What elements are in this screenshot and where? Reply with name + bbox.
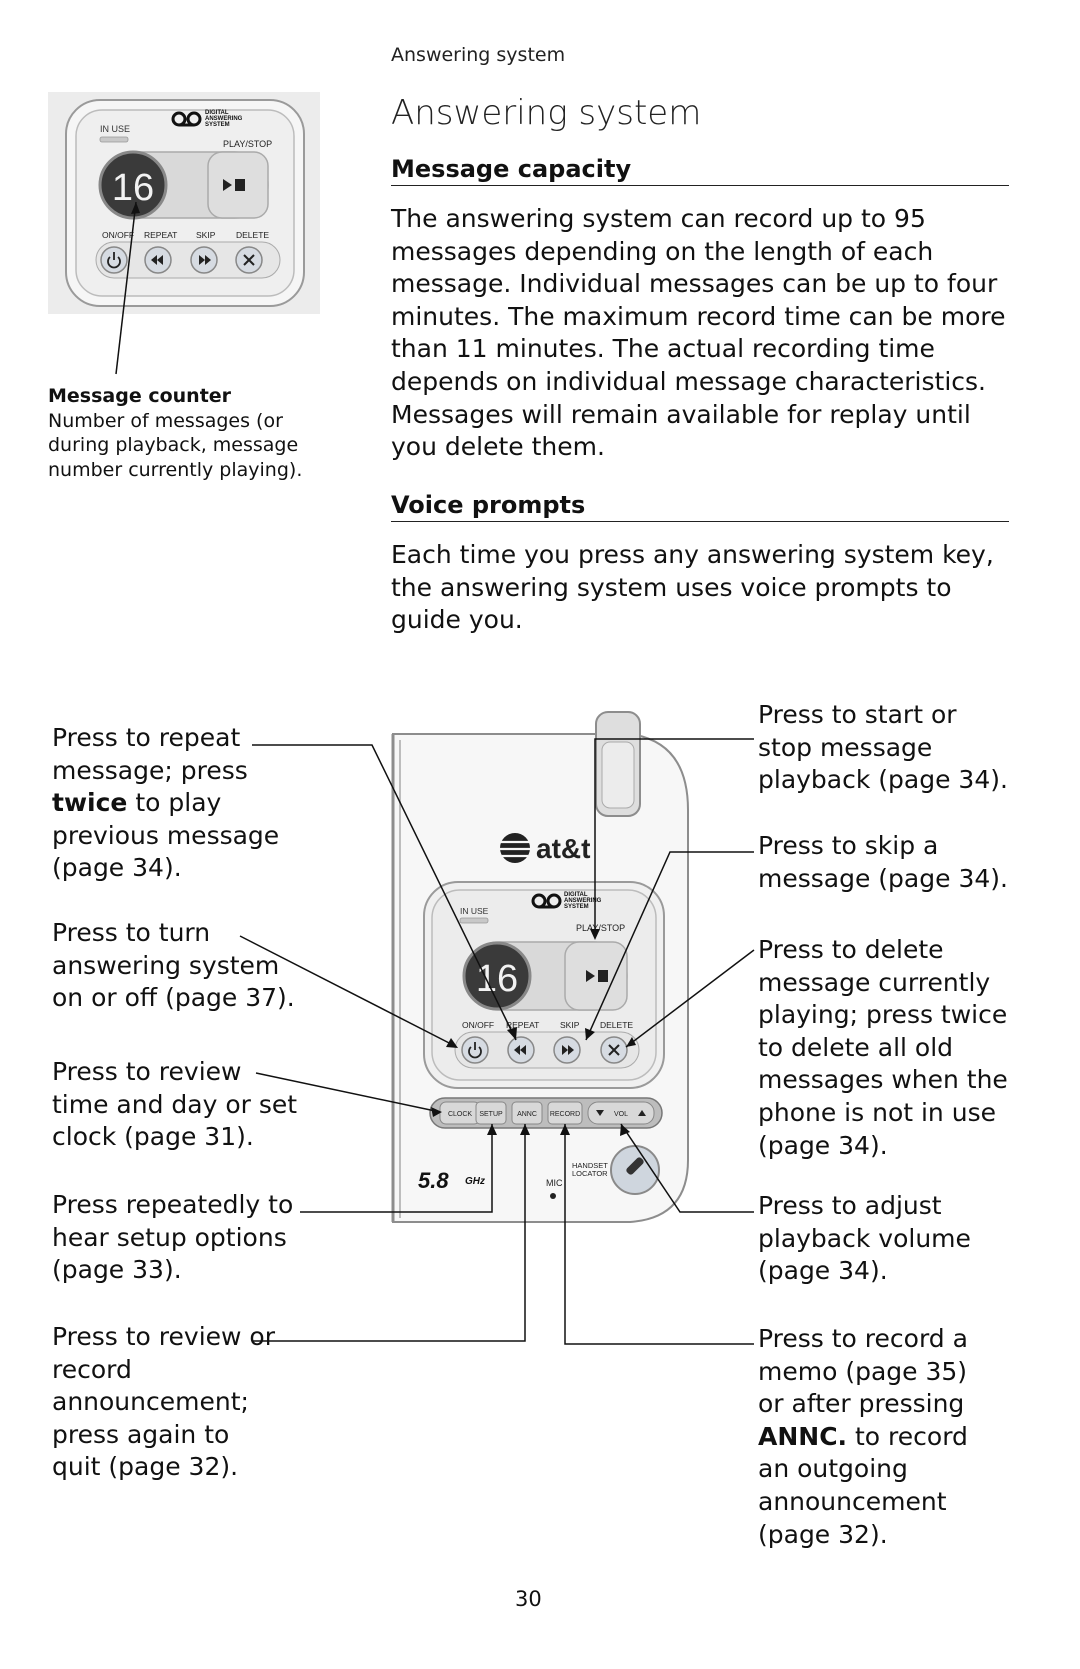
callout-repeat: Press to repeat message; press twice to … xyxy=(52,723,280,883)
fast-forward-icon xyxy=(199,255,211,265)
att-globe-icon xyxy=(500,833,530,863)
logo-text-main-3: SYSTEM xyxy=(564,904,589,910)
setup-button xyxy=(475,1101,507,1125)
in-use-label: IN USE xyxy=(100,124,130,134)
power-icon-main xyxy=(468,1046,482,1059)
play-stop-label: PLAY/STOP xyxy=(223,139,272,149)
callout-volume: Press to adjust playback volume (page 34… xyxy=(758,1191,971,1286)
message-counter-title: Message counter xyxy=(48,385,232,407)
frequency-unit: GHz xyxy=(465,1176,485,1187)
on-off-label-main: ON/OFF xyxy=(462,1020,494,1030)
handset-icon xyxy=(626,1157,644,1175)
running-header: Answering system xyxy=(391,44,566,66)
callout-setup: Press repeatedly to hear setup options (… xyxy=(52,1190,294,1285)
callout-lines xyxy=(239,738,755,1345)
repeat-label: REPEAT xyxy=(144,230,177,240)
message-counter-display: 16 xyxy=(112,167,154,209)
message-capacity-text: The answering system can record up to 95… xyxy=(391,204,1006,462)
message-counter-pointer xyxy=(115,201,137,375)
section-heading-voice-prompts: Voice prompts xyxy=(391,491,1009,522)
message-counter-description: Number of messages (or during playback, … xyxy=(48,409,303,481)
handset-locator-label-1: HANDSET xyxy=(572,1161,608,1170)
power-icon xyxy=(107,256,121,269)
page-title: Answering system xyxy=(391,93,702,133)
vol-label: VOL xyxy=(614,1111,628,1118)
annc-label: ANNC xyxy=(517,1111,537,1118)
delete-x-icon-main xyxy=(608,1044,620,1056)
callout-skip: Press to skip a message (page 34). xyxy=(758,831,1008,893)
callout-annc: Press to review or record announcement; … xyxy=(52,1322,275,1482)
delete-label-main: DELETE xyxy=(600,1020,633,1030)
skip-label: SKIP xyxy=(196,230,216,240)
on-off-label: ON/OFF xyxy=(102,230,134,240)
logo-text-line-1: DIGITAL xyxy=(205,110,229,116)
answering-system-panel-illustration: IN USE DIGITAL ANSWERING SYSTEM PLAY/STO… xyxy=(48,92,320,375)
annc-button xyxy=(511,1101,543,1125)
repeat-label-main: REPEAT xyxy=(506,1020,539,1030)
rewind-icon xyxy=(151,255,163,265)
voicemail-logo-icon-main xyxy=(531,893,562,909)
rewind-icon-main xyxy=(514,1045,526,1055)
mic-label: MIC xyxy=(546,1178,563,1188)
volume-up-icon xyxy=(638,1110,646,1116)
callout-on-off: Press to turn answering system on or off… xyxy=(52,918,295,1013)
play-stop-icon-main xyxy=(586,970,608,982)
logo-text-line-3: SYSTEM xyxy=(205,122,230,128)
setup-label: SETUP xyxy=(479,1111,503,1118)
clock-label: CLOCK xyxy=(448,1111,472,1118)
delete-x-icon xyxy=(243,254,255,266)
play-stop-button xyxy=(564,941,628,1011)
record-label: RECORD xyxy=(550,1111,580,1118)
logo-text-main-2: ANSWERING xyxy=(564,898,602,904)
skip-label-main: SKIP xyxy=(560,1020,580,1030)
section-heading-message-capacity: Message capacity xyxy=(391,155,1009,186)
in-use-label-main: IN USE xyxy=(460,906,489,916)
play-stop-icon xyxy=(223,179,245,191)
volume-down-icon xyxy=(596,1110,604,1116)
logo-text-main-1: DIGITAL xyxy=(564,892,588,898)
callout-play-stop: Press to start or stop message playback … xyxy=(758,700,1008,795)
voicemail-logo-icon xyxy=(171,111,202,127)
message-counter-display-main: 16 xyxy=(476,958,518,1000)
callout-clock: Press to review time and day or set cloc… xyxy=(52,1057,298,1152)
brand-logo-text: at&t xyxy=(536,833,590,864)
play-stop-label-main: PLAY/STOP xyxy=(576,923,625,933)
callout-arrowheads xyxy=(431,929,636,1136)
callout-delete: Press to delete message currently playin… xyxy=(758,935,1008,1160)
frequency-badge: 5.8 xyxy=(418,1168,449,1193)
delete-label: DELETE xyxy=(236,230,269,240)
fast-forward-icon-main xyxy=(562,1045,574,1055)
mic-hole xyxy=(550,1193,556,1199)
message-counter-caption: Message counter Number of messages (or d… xyxy=(48,384,310,482)
voice-prompts-text: Each time you press any answering system… xyxy=(391,540,994,635)
logo-text-line-2: ANSWERING xyxy=(205,116,243,122)
callout-record: Press to record a memo (page 35) or afte… xyxy=(758,1324,968,1549)
handset-locator-label-2: LOCATOR xyxy=(572,1169,608,1178)
page-number: 30 xyxy=(515,1587,542,1611)
